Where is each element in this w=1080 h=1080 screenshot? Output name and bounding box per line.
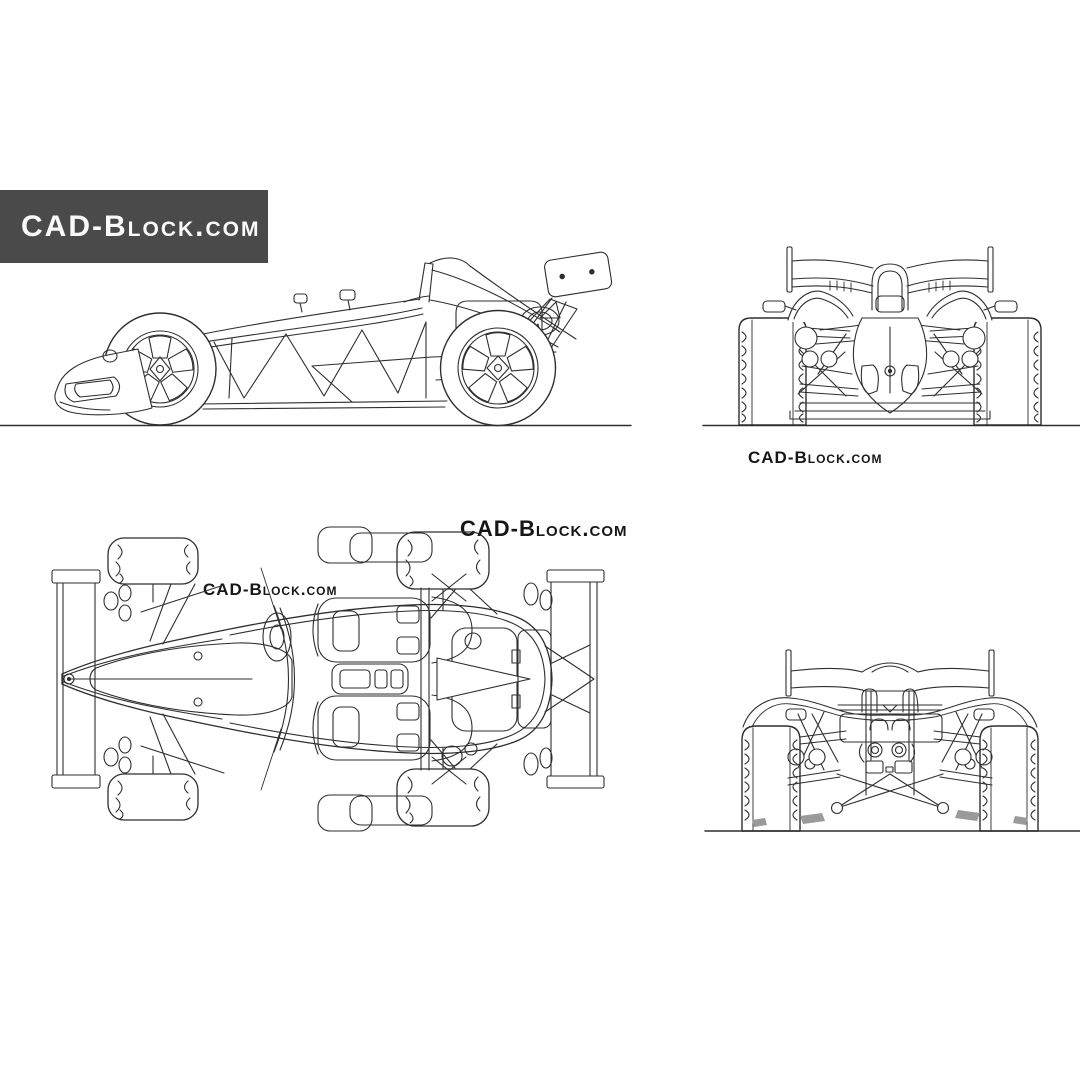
watermark-under-front-view: CAD-Block.com — [748, 448, 883, 467]
top-rear-wing — [546, 569, 605, 789]
rear-left-tire — [741, 725, 801, 832]
front-right-tire — [973, 317, 1042, 426]
top-seats — [312, 596, 473, 762]
rear-right-tire — [979, 725, 1039, 832]
cadblock-banner: CAD-Block.com — [0, 190, 268, 263]
front-nose-cone — [852, 317, 928, 414]
watermark-on-top-view: CAD-Block.com — [203, 580, 338, 599]
rear-engine-box — [839, 713, 943, 774]
watermark-above-top-view: CAD-Block.com — [460, 516, 628, 541]
front-right-fender — [926, 290, 993, 322]
side-nose-cone — [54, 348, 153, 416]
side-view-drawing — [0, 251, 632, 427]
banner-label: CAD-Block.com — [21, 209, 261, 243]
top-engine-bay — [436, 627, 595, 767]
top-view-drawing — [51, 526, 605, 832]
front-view-drawing — [702, 246, 1080, 427]
front-wing — [786, 246, 994, 294]
rear-view-drawing — [704, 649, 1080, 832]
front-left-fender — [787, 290, 854, 322]
side-rear-wing — [544, 251, 613, 298]
side-rear-wheel — [439, 309, 557, 427]
